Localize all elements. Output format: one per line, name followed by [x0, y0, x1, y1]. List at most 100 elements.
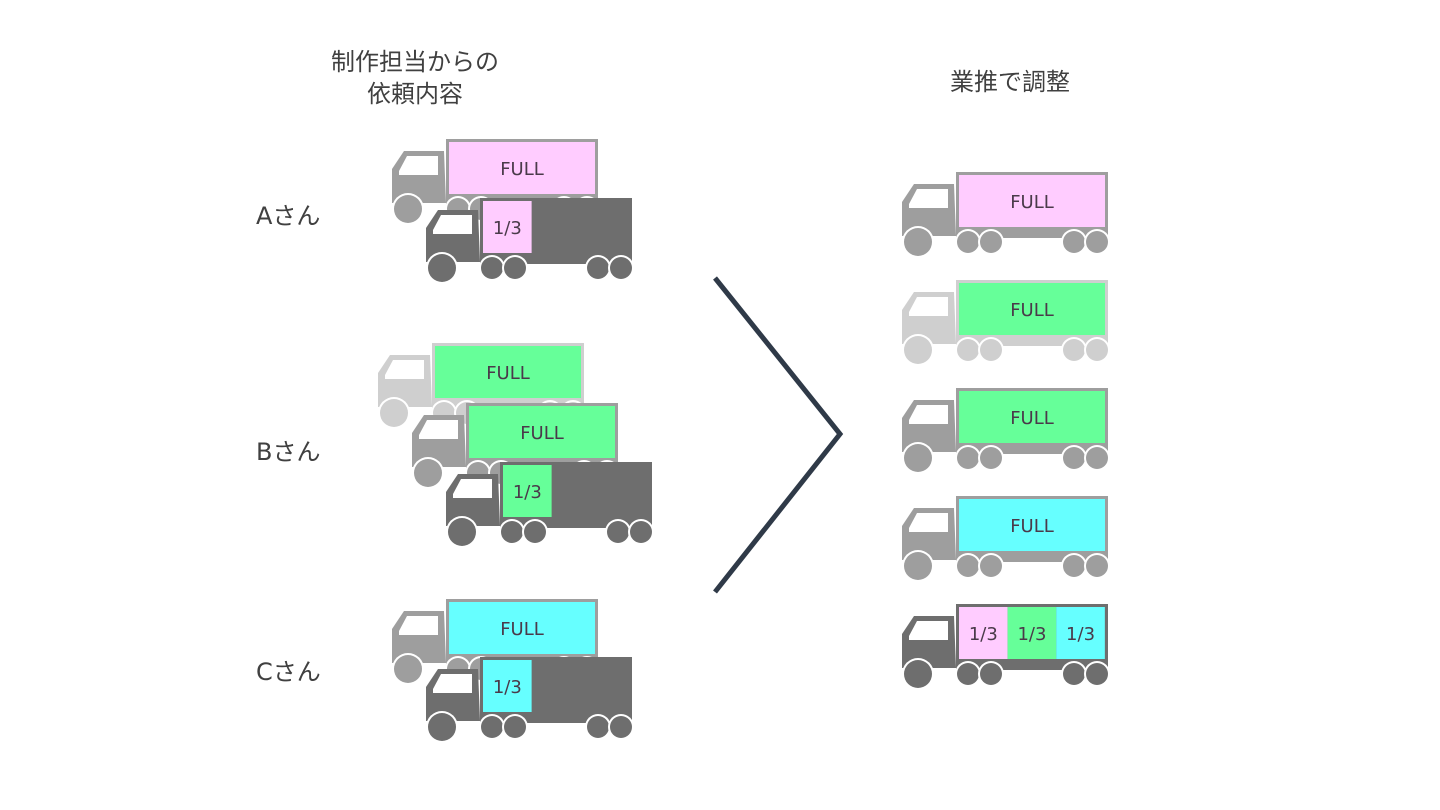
wheel: [904, 552, 932, 580]
wheel: [904, 660, 932, 688]
truck-window: [909, 405, 948, 424]
wheel: [1086, 339, 1108, 361]
adjusted-truck: FULL: [902, 496, 1110, 582]
cargo-label: FULL: [500, 159, 544, 180]
arrow-chevron-icon: [713, 276, 844, 594]
left-title: 制作担当からの 依頼内容: [300, 46, 530, 110]
wheel: [980, 447, 1002, 469]
wheel: [414, 459, 442, 487]
wheel: [394, 195, 422, 223]
wheel: [980, 555, 1002, 577]
truck-window: [433, 215, 472, 234]
truck-chassis: [956, 338, 1108, 346]
cargo-segment: [959, 499, 1105, 551]
wheel: [904, 444, 932, 472]
truck-chassis: [956, 230, 1108, 238]
cargo-label: 1/3: [513, 482, 542, 503]
wheel: [1063, 555, 1085, 577]
cargo-label: FULL: [500, 619, 544, 640]
adjusted-truck: FULL: [902, 172, 1110, 258]
wheel: [607, 521, 629, 543]
wheel: [957, 663, 979, 685]
cargo-label: FULL: [520, 423, 564, 444]
truck-window: [909, 189, 948, 208]
wheel: [1063, 339, 1085, 361]
truck-window: [909, 297, 948, 316]
wheel: [957, 447, 979, 469]
cargo-segment: [503, 465, 552, 517]
truck-chassis: [480, 715, 632, 723]
truck-window: [909, 621, 948, 640]
left-title-line-2: 依頼内容: [367, 80, 463, 108]
wheel: [1086, 555, 1108, 577]
wheel: [980, 231, 1002, 253]
cargo-segment: [959, 283, 1105, 335]
cargo-label: 1/3: [493, 218, 522, 239]
cargo-segment: [449, 602, 595, 654]
cargo-label: FULL: [1010, 516, 1054, 537]
wheel: [1063, 447, 1085, 469]
cargo-label: 1/3: [1017, 624, 1046, 645]
wheel: [501, 521, 523, 543]
wheel: [587, 257, 609, 279]
wheel: [481, 716, 503, 738]
cargo-label: FULL: [486, 363, 530, 384]
wheel: [504, 716, 526, 738]
wheel: [504, 257, 526, 279]
request-truck: FULL: [392, 599, 600, 685]
left-title-line-1: 制作担当からの: [331, 48, 499, 76]
wheel: [524, 521, 546, 543]
wheel: [481, 257, 503, 279]
wheel: [587, 716, 609, 738]
truck-window: [385, 360, 424, 379]
wheel: [380, 399, 408, 427]
cargo-label: FULL: [1010, 408, 1054, 429]
wheel: [957, 339, 979, 361]
person-label-a: Aさん: [256, 202, 321, 230]
wheel: [394, 655, 422, 683]
cargo-segment: [483, 201, 532, 253]
wheel: [428, 254, 456, 282]
cargo-segment: [1056, 607, 1105, 659]
truck-chassis: [956, 446, 1108, 454]
truck-window: [419, 420, 458, 439]
right-title: 業推で調整: [950, 68, 1070, 96]
adjusted-truck: FULL: [902, 388, 1110, 474]
cargo-label: FULL: [1010, 192, 1054, 213]
truck-chassis: [956, 554, 1108, 562]
request-truck: 1/3: [426, 198, 634, 284]
cargo-segment: [483, 660, 532, 712]
cargo-label: 1/3: [1066, 624, 1095, 645]
truck-chassis: [500, 520, 652, 528]
adjusted-truck: 1/3 1/3 1/3: [902, 604, 1110, 690]
wheel: [980, 663, 1002, 685]
truck-window: [909, 513, 948, 532]
adjusted-truck: FULL: [902, 280, 1110, 366]
wheel: [610, 716, 632, 738]
cargo-segment: [469, 406, 615, 458]
cargo-segment: [449, 142, 595, 194]
truck-window: [399, 616, 438, 635]
wheel: [1086, 663, 1108, 685]
truck-window: [399, 156, 438, 175]
wheel: [1086, 447, 1108, 469]
truck-window: [433, 674, 472, 693]
wheel: [904, 228, 932, 256]
wheel: [904, 336, 932, 364]
request-truck: 1/3: [426, 657, 634, 743]
wheel: [610, 257, 632, 279]
wheel: [957, 555, 979, 577]
truck-chassis: [480, 256, 632, 264]
cargo-segment: [959, 607, 1008, 659]
truck-chassis: [956, 662, 1108, 670]
wheel: [630, 521, 652, 543]
wheel: [428, 713, 456, 741]
cargo-label: 1/3: [493, 677, 522, 698]
cargo-label: 1/3: [969, 624, 998, 645]
truck-window: [453, 479, 492, 498]
wheel: [448, 518, 476, 546]
cargo-segment: [1007, 607, 1057, 659]
cargo-label: FULL: [1010, 300, 1054, 321]
cargo-segment: [959, 175, 1105, 227]
